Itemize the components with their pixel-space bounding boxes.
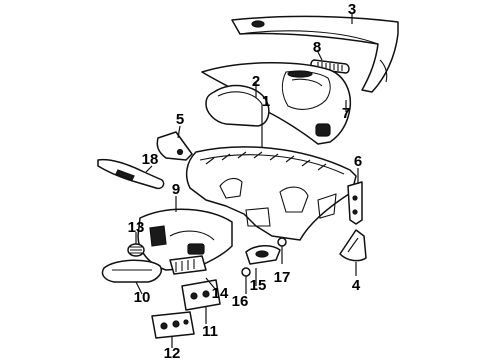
callout-9: 9 — [172, 181, 180, 198]
climate-control-head — [181, 279, 221, 311]
leader-lines — [135, 14, 359, 348]
switch-knob — [241, 267, 251, 277]
callout-8: 8 — [313, 39, 321, 56]
left-vent-duct — [97, 158, 165, 190]
callout-17: 17 — [274, 269, 291, 286]
callout-14: 14 — [212, 285, 229, 302]
round-vent — [127, 243, 145, 257]
callout-7: 7 — [342, 105, 350, 122]
callout-6: 6 — [354, 153, 362, 170]
storage-tray — [101, 259, 162, 283]
callout-3: 3 — [348, 1, 356, 18]
callout-5: 5 — [176, 111, 184, 128]
callout-4: 4 — [352, 277, 361, 294]
callout-labels: 1 2 3 4 5 6 7 8 9 10 11 12 13 14 15 16 1… — [128, 1, 363, 360]
right-support-bracket — [347, 181, 363, 225]
lower-panel-face — [137, 208, 233, 271]
cluster-hood — [205, 84, 270, 127]
center-switch-bezel — [169, 255, 207, 275]
callout-16: 16 — [232, 293, 249, 310]
callout-15: 15 — [250, 277, 267, 294]
callout-11: 11 — [202, 323, 218, 340]
control-faceplate — [151, 311, 195, 339]
callout-2: 2 — [252, 73, 260, 90]
side-bracket — [156, 131, 193, 161]
callout-12: 12 — [164, 345, 181, 360]
callout-18: 18 — [142, 151, 159, 168]
right-end-cap — [339, 229, 367, 262]
upper-cover-panel — [231, 15, 399, 93]
callout-13: 13 — [128, 219, 145, 236]
callout-1: 1 — [262, 93, 270, 110]
right-lower-trim — [245, 237, 287, 265]
instrument-panel-carrier — [185, 146, 357, 241]
callout-10: 10 — [134, 289, 151, 306]
